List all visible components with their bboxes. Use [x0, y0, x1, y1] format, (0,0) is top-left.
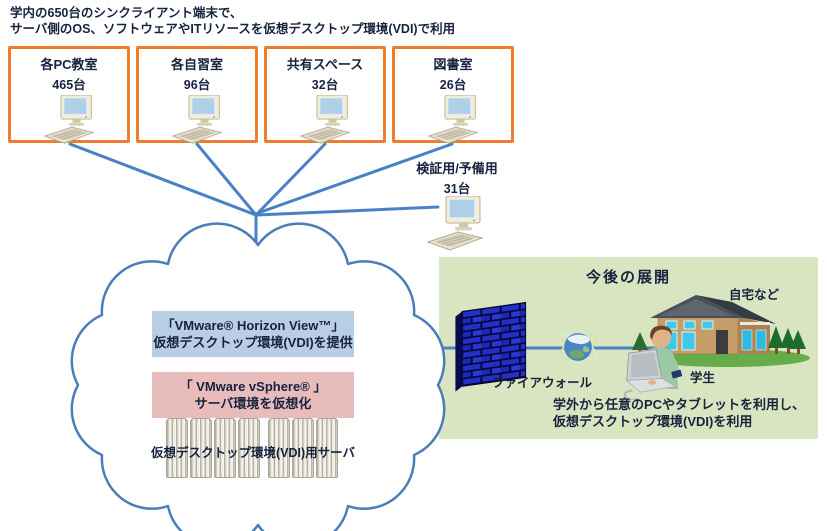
horizon-line-1: 「VMware® Horizon View™」: [161, 318, 345, 333]
desktop-pc-icon: [172, 95, 222, 144]
client-box-study-rooms: 各自習室 96台: [136, 46, 258, 144]
internet-globe-icon: [558, 333, 598, 361]
spare-name: 検証用/予備用: [416, 161, 498, 176]
client-box-count: 465台: [52, 78, 86, 92]
desktop-pc-icon: [44, 95, 94, 144]
vsphere-box: 「 VMware vSphere® 」 サーバ環境を仮想化: [152, 372, 354, 419]
desktop-pc-icon: [428, 95, 478, 144]
vsphere-line-2: サーバ環境を仮想化: [194, 396, 312, 412]
client-box-library: 図書室 26台: [392, 46, 514, 144]
future-description: 学外から任意のPCやタブレットを利用し、 仮想デスクトップ環境(VDI)を利用: [553, 396, 805, 431]
vdi-servers-label: 仮想デスクトップ環境(VDI)用サーバ: [150, 446, 356, 460]
horizon-view-box: 「VMware® Horizon View™」 仮想デスクトップ環境(VDI)を…: [152, 311, 354, 358]
vsphere-line-1: 「 VMware vSphere® 」: [179, 379, 327, 394]
header-line-2: サーバ側のOS、ソフトウェアやITリソースを仮想デスクトップ環境(VDI)で利用: [10, 22, 456, 36]
client-box-count: 32台: [311, 78, 339, 92]
future-desc-line-2: 仮想デスクトップ環境(VDI)を利用: [553, 414, 753, 430]
home-label: 自宅など: [729, 288, 780, 302]
student-label: 学生: [690, 371, 716, 385]
client-box-pc-rooms: 各PC教室 465台: [8, 46, 130, 144]
horizon-line-2: 仮想デスクトップ環境(VDI)を提供: [153, 335, 353, 351]
client-box-count: 96台: [183, 78, 211, 92]
client-box-name: 各PC教室: [40, 57, 98, 72]
future-title: 今後の展開: [585, 269, 671, 286]
future-desc-line-1: 学外から任意のPCやタブレットを利用し、: [553, 397, 806, 412]
desktop-pc-icon: [300, 95, 350, 144]
spare-terminals-label: 検証用/予備用 31台: [398, 158, 516, 197]
client-box-name: 図書室: [433, 57, 473, 72]
client-box-shared-space: 共有スペース 32台: [264, 46, 386, 144]
spare-count: 31台: [443, 182, 471, 196]
firewall-label: ファイアウォール: [492, 376, 593, 390]
student-laptop-icon: [623, 325, 683, 400]
header-text: 学内の650台のシンクライアント端末で、 サーバ側のOS、ソフトウェアやITリソ…: [10, 5, 455, 37]
client-box-name: 共有スペース: [286, 57, 364, 72]
desktop-pc-icon: [427, 196, 483, 251]
brick-firewall-icon: [455, 301, 527, 392]
header-line-1: 学内の650台のシンクライアント端末で、: [10, 6, 243, 20]
server-towers-icon: [166, 418, 338, 478]
client-box-count: 26台: [439, 78, 467, 92]
client-box-name: 各自習室: [170, 57, 223, 72]
home-icon: [632, 295, 810, 367]
